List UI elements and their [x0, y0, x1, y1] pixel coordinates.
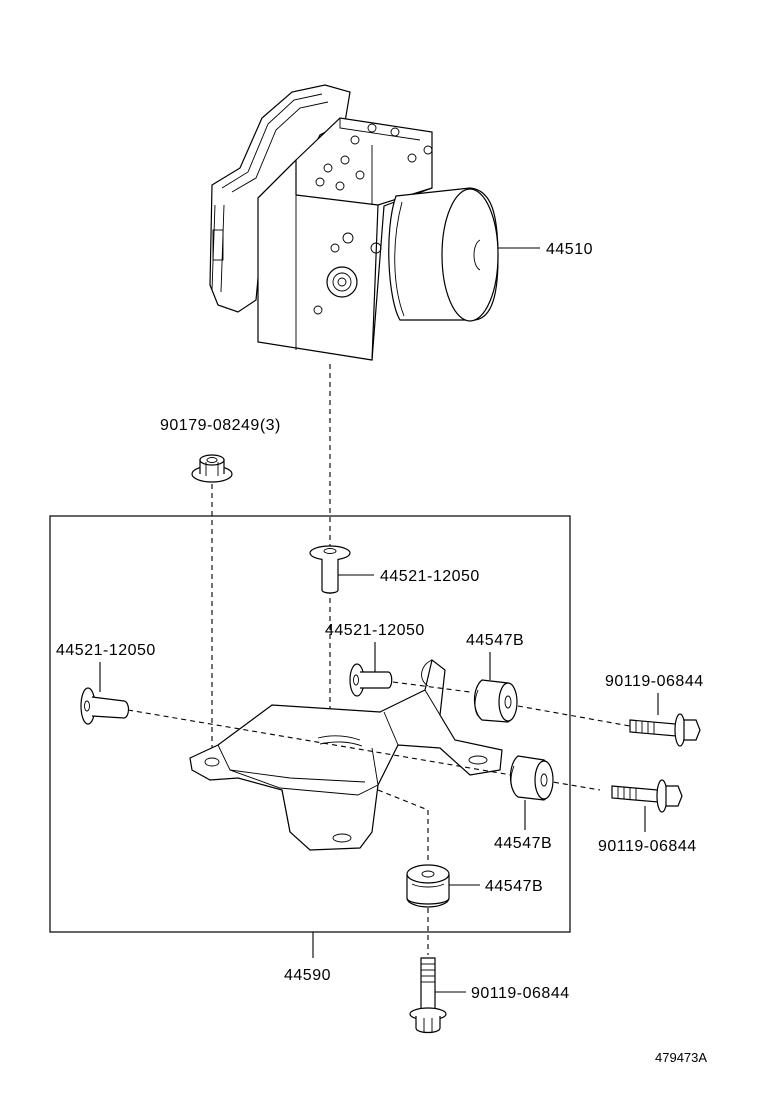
bolt-bottom[interactable] — [409, 957, 447, 1034]
diagram-reference-id: 479473A — [655, 1050, 707, 1065]
label-bolt-upper[interactable]: 90119-06844 — [605, 673, 704, 690]
assembly-guide-line — [392, 681, 471, 693]
label-abs-actuator[interactable]: 44510 — [546, 241, 593, 258]
label-bolt-right[interactable]: 90119-06844 — [598, 838, 697, 855]
bolt-upper[interactable] — [629, 713, 701, 747]
label-bracket-assembly[interactable]: 44590 — [284, 967, 331, 984]
collar-top[interactable] — [309, 545, 351, 594]
label-collar-top[interactable]: 44521-12050 — [380, 568, 480, 585]
label-flange-nut[interactable]: 90179-08249(3) — [160, 417, 281, 434]
label-collar-left[interactable]: 44521-12050 — [56, 642, 156, 659]
cushion-bottom[interactable] — [406, 864, 450, 908]
cushion-upper[interactable] — [473, 679, 518, 723]
abs-actuator[interactable] — [209, 84, 499, 361]
cushion-right[interactable] — [509, 755, 554, 801]
collar-mid[interactable] — [349, 663, 393, 697]
collar-left[interactable] — [80, 687, 130, 725]
assembly-guide-line — [517, 705, 631, 727]
label-bolt-bottom[interactable]: 90119-06844 — [471, 985, 570, 1002]
label-cushion-right[interactable]: 44547B — [494, 835, 552, 852]
mounting-bracket[interactable] — [189, 658, 503, 851]
bolt-right[interactable] — [611, 779, 683, 813]
bracket-assembly-frame — [49, 515, 571, 933]
label-cushion-upper[interactable]: 44547B — [466, 632, 524, 649]
label-collar-mid[interactable]: 44521-12050 — [325, 622, 425, 639]
assembly-guide-line — [377, 789, 429, 811]
flange-nut[interactable] — [191, 454, 233, 483]
label-cushion-bottom[interactable]: 44547B — [485, 878, 543, 895]
